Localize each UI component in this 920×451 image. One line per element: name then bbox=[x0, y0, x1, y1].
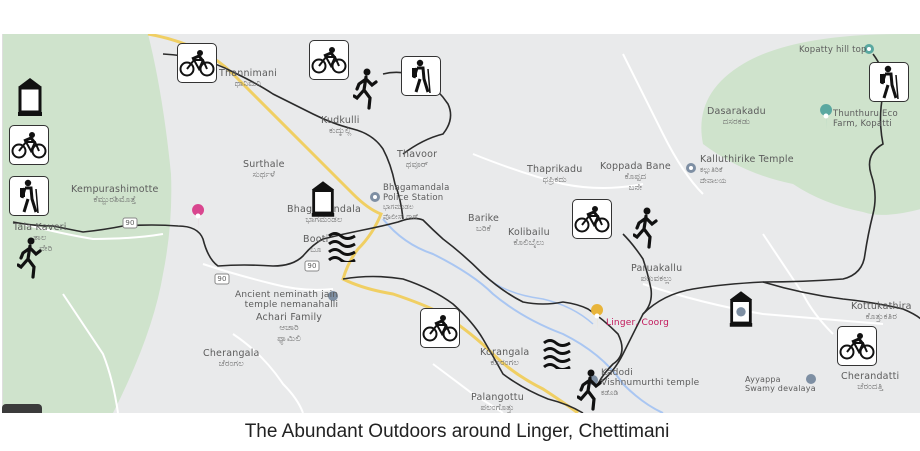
place-label-booti: Booti ಬೂ bbox=[303, 234, 329, 255]
trail-route-southeast bbox=[762, 281, 920, 320]
place-label-barike: Barike ಬರಿಕೆ bbox=[468, 213, 500, 234]
place-label-kottukathira: Kottukathira ಕೊತ್ತುಕತಿರ bbox=[851, 301, 912, 322]
route-shield-label: 90 bbox=[125, 219, 135, 227]
map-control-button[interactable] bbox=[2, 404, 42, 413]
place-label-achari: Achari Family ಆಚಾರಿ ಫ್ಯಾಮಿಲಿ bbox=[256, 312, 323, 344]
map-base-layer bbox=[3, 34, 920, 413]
minor-road-4 bbox=[472, 153, 644, 189]
runner-icon[interactable] bbox=[577, 369, 603, 411]
hiker-icon bbox=[412, 59, 431, 93]
place-label-kadodi: Kadodi Vishnumurthi temple ಕಡೊಡಿ bbox=[601, 368, 700, 397]
place-label-tala-kaveri: Tala Kaveri ತಾಲ ವೇರಿ bbox=[13, 222, 67, 254]
place-label-ayyappa: Ayyappa Swamy devalaya bbox=[745, 375, 816, 393]
minor-road-9 bbox=[62, 293, 119, 413]
bicycle-icon bbox=[574, 206, 610, 233]
bicycle-icon bbox=[422, 315, 458, 342]
bicycle-icon bbox=[179, 50, 215, 77]
trail-route-paruakallu bbox=[622, 233, 653, 315]
place-label-cherangala: Cherangala ಚೆರಂಗಲ bbox=[203, 348, 260, 369]
route-shield-label: 90 bbox=[307, 262, 317, 270]
pin-thunthuru-eco-farm bbox=[820, 104, 833, 130]
place-label-kolibailu: Kolibailu ಕೊಲಿಬೈಲು bbox=[508, 227, 550, 248]
pin-neminath-temple bbox=[328, 291, 338, 301]
water-waves-icon[interactable] bbox=[542, 337, 572, 369]
place-label-thaprikadu: Thaprikadu ಥಪ್ರಿಕದು bbox=[527, 164, 583, 185]
cycling-marker[interactable] bbox=[572, 199, 612, 239]
lantern-icon[interactable] bbox=[15, 77, 45, 117]
map-caption: The Abundant Outdoors around Linger, Che… bbox=[244, 421, 670, 442]
temple-lantern-icon[interactable] bbox=[727, 289, 755, 329]
minor-road-8 bbox=[432, 363, 504, 413]
hiking-marker[interactable] bbox=[401, 56, 441, 96]
map-canvas[interactable]: 90 90 90 Thannimani ಥಾನಿಮನಿ Kudkulli ಕುದ… bbox=[2, 34, 920, 413]
bicycle-icon bbox=[311, 47, 347, 74]
river-main bbox=[382, 218, 664, 413]
place-label-kalluthirike: Kalluthirike Temple ಕಲ್ಲುತಿರಿಕೆ ದೇವಾಲಯ bbox=[700, 154, 794, 185]
minor-road-2 bbox=[202, 263, 334, 291]
place-label-kopatty-hill: Kopatty hill top bbox=[799, 45, 867, 55]
minor-road-1 bbox=[22, 223, 164, 241]
place-label-paruakallu: Paruakallu ಪರುವಕಲ್ಲು bbox=[631, 263, 683, 284]
pin-tala-kaveri bbox=[192, 204, 205, 230]
trail-route-main bbox=[12, 217, 623, 385]
place-label-surthale: Surthale ಸುರ್ಥಳೆ bbox=[243, 159, 285, 180]
bicycle-icon bbox=[839, 333, 875, 360]
bicycle-icon bbox=[11, 132, 47, 159]
route-shield bbox=[122, 217, 320, 285]
cycling-marker[interactable] bbox=[9, 125, 49, 165]
minor-road-7 bbox=[762, 233, 834, 335]
place-label-dasarakadu: Dasarakadu ದಸರಕಡು bbox=[707, 106, 766, 127]
place-label-koppada-bane: Koppada Bane ಕೊಪ್ಪದ ಬನೇ bbox=[600, 161, 671, 193]
minor-road-6 bbox=[232, 333, 304, 413]
water-waves-icon[interactable] bbox=[327, 230, 357, 262]
place-label-korangala: Korangala ಕೊರಂಗಲ bbox=[480, 347, 530, 368]
place-label-neminath: Ancient neminath jain temple nemanahalli bbox=[235, 290, 339, 310]
hiking-marker[interactable] bbox=[869, 62, 909, 102]
runner-icon[interactable] bbox=[633, 207, 659, 249]
hiker-icon bbox=[20, 179, 39, 213]
pin-ayyappa-temple bbox=[806, 374, 816, 384]
minor-road-5 bbox=[642, 283, 884, 325]
cycling-marker[interactable] bbox=[420, 308, 460, 348]
place-label-bhagamandala-police: Bhagamandala Police Station ಭಾಗಮಂಡಲ ಪೊಲೀ… bbox=[383, 183, 450, 221]
place-label-linger-coorg: Linger, Coorg bbox=[606, 318, 670, 328]
runner-icon[interactable] bbox=[17, 237, 43, 279]
place-label-kudkulli: Kudkulli ಕುದ್ಕುಲ್ಲಿ bbox=[321, 115, 360, 136]
trail-route-middle bbox=[342, 275, 584, 413]
pin-police-station bbox=[370, 192, 380, 202]
place-label-kempurashimotte: Kempurashimotte ಕೆಮ್ಪುರಶಿಮೊತ್ತೆ bbox=[71, 184, 159, 205]
runner-icon[interactable] bbox=[353, 68, 379, 110]
place-label-thavoor: Thavoor ಥವೂರ್ bbox=[397, 149, 438, 170]
trail-route-east bbox=[597, 53, 886, 385]
cycling-marker[interactable] bbox=[837, 326, 877, 366]
hiker-icon bbox=[880, 65, 899, 99]
place-label-thannimani: Thannimani ಥಾನಿಮನಿ bbox=[219, 68, 278, 89]
forest-area-east bbox=[701, 34, 920, 215]
cycling-marker[interactable] bbox=[177, 43, 217, 83]
place-label-thunthuru: Thunthuru Eco Farm, Kopatti bbox=[833, 109, 898, 129]
pin-kalluthirike-temple bbox=[686, 163, 696, 173]
pin-kopatty-hill-top bbox=[864, 44, 874, 54]
highway-road bbox=[147, 34, 579, 413]
route-shield-label: 90 bbox=[217, 275, 227, 283]
trail-route-north bbox=[162, 53, 404, 220]
pin-linger-coorg bbox=[591, 304, 604, 330]
lantern-icon[interactable] bbox=[309, 180, 337, 218]
minor-road-3 bbox=[622, 53, 704, 195]
place-label-cherandatti: Cherandatti ಚೆರಂದತ್ತಿ bbox=[841, 371, 900, 392]
place-label-palangottu: Palangottu ಪಲಂಗೊತ್ತು bbox=[471, 392, 524, 413]
cycling-marker[interactable] bbox=[309, 40, 349, 80]
hiking-marker[interactable] bbox=[9, 176, 49, 216]
